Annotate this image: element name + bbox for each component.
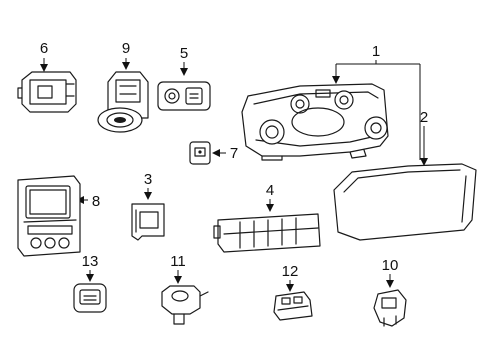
callout-12-label: 12 — [282, 263, 299, 280]
callout-13-arrow — [86, 274, 94, 282]
callout-5-arrow — [180, 68, 188, 76]
callout-11-arrow — [174, 276, 182, 284]
callout-7: 7 — [212, 145, 238, 162]
switch-panel-part-4 — [213, 213, 321, 253]
callout-9: 9 — [122, 40, 130, 70]
instrument-cluster-part — [241, 83, 389, 161]
callout-5-label: 5 — [180, 45, 188, 62]
callout-12-arrow — [286, 284, 294, 292]
callout-11-label: 11 — [170, 253, 186, 270]
callout-3-arrow — [144, 192, 152, 200]
sensor-part-10 — [373, 289, 407, 327]
sensor-part-11 — [161, 285, 209, 325]
module-part-12 — [273, 291, 313, 321]
callout-1-label: 1 — [372, 43, 380, 60]
callout-6: 6 — [40, 40, 48, 72]
switch-part-5 — [157, 81, 211, 111]
bracket-part-3 — [131, 203, 165, 241]
switch-part-7 — [189, 141, 211, 165]
connector-part-6 — [17, 71, 77, 113]
callout-10-label: 10 — [382, 257, 399, 274]
callout-1-leader — [335, 60, 421, 160]
callout-6-arrow — [40, 64, 48, 72]
callout-11: 11 — [170, 253, 186, 284]
callout-7-arrow — [212, 149, 220, 157]
callout-4: 4 — [266, 182, 274, 212]
callout-12: 12 — [282, 263, 299, 292]
callout-3: 3 — [144, 171, 152, 200]
callout-1-arrow — [332, 76, 340, 84]
callout-9-label: 9 — [122, 40, 130, 57]
callout-4-arrow — [266, 204, 274, 212]
callout-6-label: 6 — [40, 40, 48, 57]
callout-8-label: 8 — [92, 193, 100, 210]
cluster-lens-part — [333, 163, 477, 241]
callout-3-label: 3 — [144, 171, 152, 188]
ignition-switch-part-9 — [97, 71, 149, 133]
callout-10: 10 — [382, 257, 399, 288]
callout-9-arrow — [122, 62, 130, 70]
callout-2-arrow — [420, 158, 428, 166]
control-panel-part-8 — [17, 175, 81, 257]
switch-part-13 — [73, 283, 107, 313]
callout-10-arrow — [386, 280, 394, 288]
callout-7-label: 7 — [230, 145, 238, 162]
callout-4-label: 4 — [266, 182, 274, 199]
callout-13: 13 — [82, 253, 99, 282]
callout-13-label: 13 — [82, 253, 99, 270]
callout-2: 2 — [420, 109, 428, 166]
callout-1: 1 — [332, 43, 421, 160]
callout-2-label: 2 — [420, 109, 428, 126]
callout-5: 5 — [180, 45, 188, 76]
